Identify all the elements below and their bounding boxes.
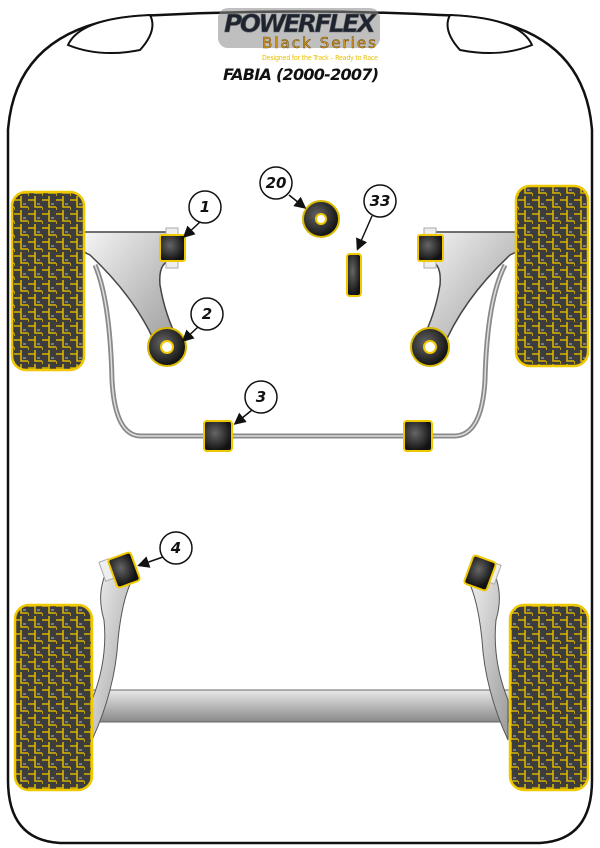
callout-label: 1	[200, 198, 210, 216]
rear-right-tyre	[508, 603, 590, 792]
bush-3-left[interactable]	[203, 420, 233, 452]
tagline: Designed for the Track – Ready to Race	[262, 54, 378, 62]
callout-label: 4	[170, 539, 181, 557]
brand-name: POWERFLEX	[224, 9, 378, 38]
bush-33[interactable]	[346, 253, 362, 297]
bush-2-right[interactable]	[410, 327, 450, 367]
bush-3-right[interactable]	[403, 420, 433, 452]
callout-3[interactable]: 3	[233, 380, 278, 425]
right-headlight	[446, 13, 534, 54]
left-headlight	[66, 13, 154, 54]
rear-axle-beam	[91, 689, 513, 723]
left-front-control-arm	[83, 231, 180, 352]
bush-20[interactable]	[302, 200, 340, 238]
bush-4-left[interactable]	[98, 551, 141, 589]
bush-1-right[interactable]	[417, 227, 444, 269]
callout-label: 2	[202, 305, 212, 323]
bush-2-left[interactable]	[147, 327, 187, 367]
bush-1-left[interactable]	[159, 227, 186, 269]
callout-4[interactable]: 4	[137, 531, 193, 568]
powerflex-logo: POWERFLEX Black Series Designed for the …	[218, 8, 380, 62]
callout-2[interactable]: 2	[181, 297, 224, 343]
model-title: FABIA (2000-2007)	[223, 65, 379, 84]
front-right-tyre	[514, 184, 590, 368]
callout-label: 33	[370, 192, 391, 210]
right-trailing-arm	[467, 564, 509, 741]
callout-33[interactable]: 33	[356, 184, 397, 251]
bush-4-right[interactable]	[463, 554, 502, 592]
callout-1[interactable]: 1	[182, 190, 222, 239]
front-left-tyre	[10, 190, 86, 372]
callout-label: 3	[256, 388, 266, 406]
callout-20[interactable]: 20	[259, 166, 307, 209]
callout-label: 20	[266, 174, 287, 192]
car-body-outline	[6, 10, 594, 845]
rear-left-tyre	[13, 603, 94, 792]
